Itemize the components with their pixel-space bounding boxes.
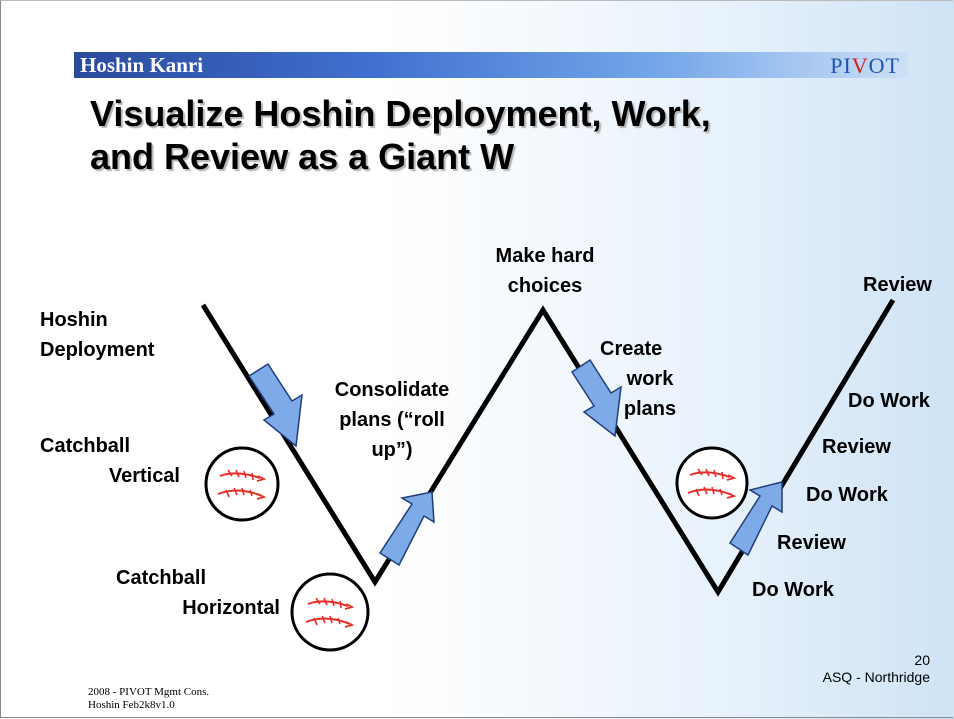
footer-copyright: 2008 - PIVOT Mgmt Cons. <box>88 686 210 698</box>
catchball-horizontal-icon <box>290 572 370 652</box>
logo-prefix: PI <box>830 53 852 78</box>
label-make-hard-line-2: choices <box>507 275 583 297</box>
label-review-top: Review <box>863 274 932 296</box>
section-title: Hoshin Kanri <box>80 53 204 77</box>
label-catchball-horizontal-line-1: Catchball <box>116 567 207 589</box>
arrow-consolidate-up <box>378 491 435 567</box>
pivot-logo: PIVOT <box>830 52 900 80</box>
arrow-create-work-down <box>570 358 622 438</box>
label-hoshin-line-2: Deployment <box>40 339 155 361</box>
page-number: 20 <box>914 652 930 668</box>
slide-title-line-2: and Review as a Giant W <box>90 136 515 177</box>
arrow-deployment-down <box>247 362 303 448</box>
label-do-work-1: Do Work <box>848 390 930 412</box>
label-make-hard-choices: Make hard choices <box>470 244 620 298</box>
label-consolidate-line-3: up”) <box>371 439 413 461</box>
label-catchball-vertical-line-1: Catchball <box>40 435 131 457</box>
catchball-work-icon <box>675 446 749 520</box>
header-bar: Hoshin Kanri PIVOT <box>74 52 908 78</box>
label-create-work-plans: Create work plans <box>590 337 710 421</box>
label-hoshin-deployment: Hoshin Deployment <box>40 308 154 362</box>
arrow-do-work-up <box>728 481 783 557</box>
slide-title: Visualize Hoshin Deployment, Work, and R… <box>90 92 890 178</box>
footer-event: ASQ - Northridge <box>822 669 930 685</box>
label-create-work-line-3: plans <box>623 398 677 420</box>
label-consolidate-line-2: plans (“roll <box>339 409 445 431</box>
footer-left: 2008 - PIVOT Mgmt Cons. Hoshin Feb2k8v1.… <box>88 686 209 712</box>
footer-version: Hoshin Feb2k8v1.0 <box>88 699 175 711</box>
logo-v: V <box>851 53 869 78</box>
label-hoshin-line-1: Hoshin <box>40 309 108 331</box>
label-make-hard-line-1: Make hard <box>495 245 595 267</box>
label-catchball-horizontal-line-2: Horizontal <box>182 597 280 619</box>
label-consolidate-line-1: Consolidate <box>334 379 450 401</box>
label-consolidate-plans: Consolidate plans (“roll up”) <box>312 378 472 462</box>
label-catchball-horizontal: Catchball Horizontal <box>110 566 280 620</box>
label-create-work-line-2: work <box>626 368 674 390</box>
logo-suffix: OT <box>868 53 900 78</box>
label-review-2: Review <box>822 436 891 458</box>
footer-right: 20 ASQ - Northridge <box>823 652 930 686</box>
label-do-work-3: Do Work <box>752 579 834 601</box>
label-do-work-2: Do Work <box>806 484 888 506</box>
label-create-work-line-1: Create <box>600 338 663 360</box>
slide-title-line-1: Visualize Hoshin Deployment, Work, <box>90 93 711 134</box>
label-catchball-vertical-line-2: Vertical <box>108 465 180 487</box>
label-catchball-vertical: Catchball Vertical <box>40 434 180 488</box>
label-review-3: Review <box>777 532 846 554</box>
catchball-vertical-icon <box>204 446 280 522</box>
